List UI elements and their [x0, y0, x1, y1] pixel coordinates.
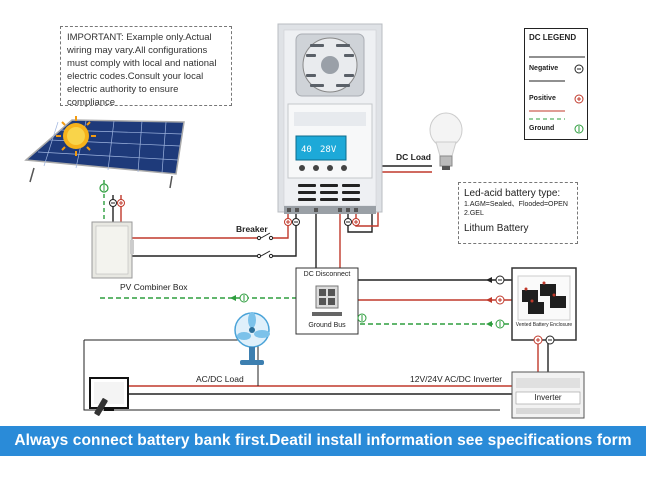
wire-ac-loop: [83, 340, 500, 411]
legend-ground-label: Ground: [529, 125, 555, 132]
breaker-label: Breaker: [236, 224, 268, 234]
battery-type-info: Led-acid battery type: 1.AGM=Sealed、Floo…: [458, 182, 578, 244]
inverter-label: Inverter: [534, 393, 562, 402]
ground-bus-label: Ground Bus: [308, 322, 346, 329]
breaker-symbols: [256, 232, 274, 259]
legend-positive-label: Positive: [529, 95, 556, 102]
inverter-box: [511, 371, 585, 419]
controller-terminal-symbols: [284, 218, 360, 226]
dc-load-label: DC Load: [396, 152, 431, 162]
battery-enclosure: [511, 267, 577, 341]
dc-disconnect-box: [295, 267, 359, 335]
solar-panel: [24, 119, 185, 189]
lcd-right: 28V: [320, 145, 337, 155]
acdc-load-label: AC/DC Load: [196, 374, 244, 384]
inverter-type-label: 12V/24V AC/DC Inverter: [410, 374, 503, 384]
pv-combiner-label: PV Combiner Box: [120, 282, 188, 292]
important-note: IMPORTANT: Example only.Actual wiring ma…: [60, 26, 232, 108]
battery-info-line1: 1.AGM=Sealed、Flooded=OPEN: [464, 201, 568, 208]
pv-terminal-symbols: [99, 183, 125, 207]
install-banner: Always connect battery bank first.Deatil…: [0, 426, 646, 456]
dc-legend: DC LEGEND Negative Positive Ground: [524, 28, 588, 140]
legend-symbols: [529, 56, 585, 134]
battery-enclosure-label: Vented Battery Enclosure: [515, 322, 573, 328]
charge-controller: 40 28V: [277, 23, 383, 214]
tv-icon: [89, 377, 129, 416]
wire-breaker2: [272, 212, 297, 257]
dc-disconnect-label: DC Disconnect: [303, 271, 351, 278]
sun-icon: [56, 116, 96, 156]
legend-negative-label: Negative: [529, 65, 559, 72]
battery-info-line2: 2.GEL: [464, 210, 484, 217]
lcd-left: 40: [301, 145, 312, 155]
fan-icon: [234, 312, 270, 365]
pv-combiner-box: [91, 221, 134, 279]
light-bulb-icon: [429, 112, 463, 170]
battery-terminal-symbols: [486, 275, 555, 345]
battery-info-line3: Lithum Battery: [464, 223, 529, 234]
ground-symbols: [230, 293, 367, 323]
battery-info-title: Led-acid battery type:: [464, 188, 561, 199]
legend-title: DC LEGEND: [529, 33, 577, 42]
